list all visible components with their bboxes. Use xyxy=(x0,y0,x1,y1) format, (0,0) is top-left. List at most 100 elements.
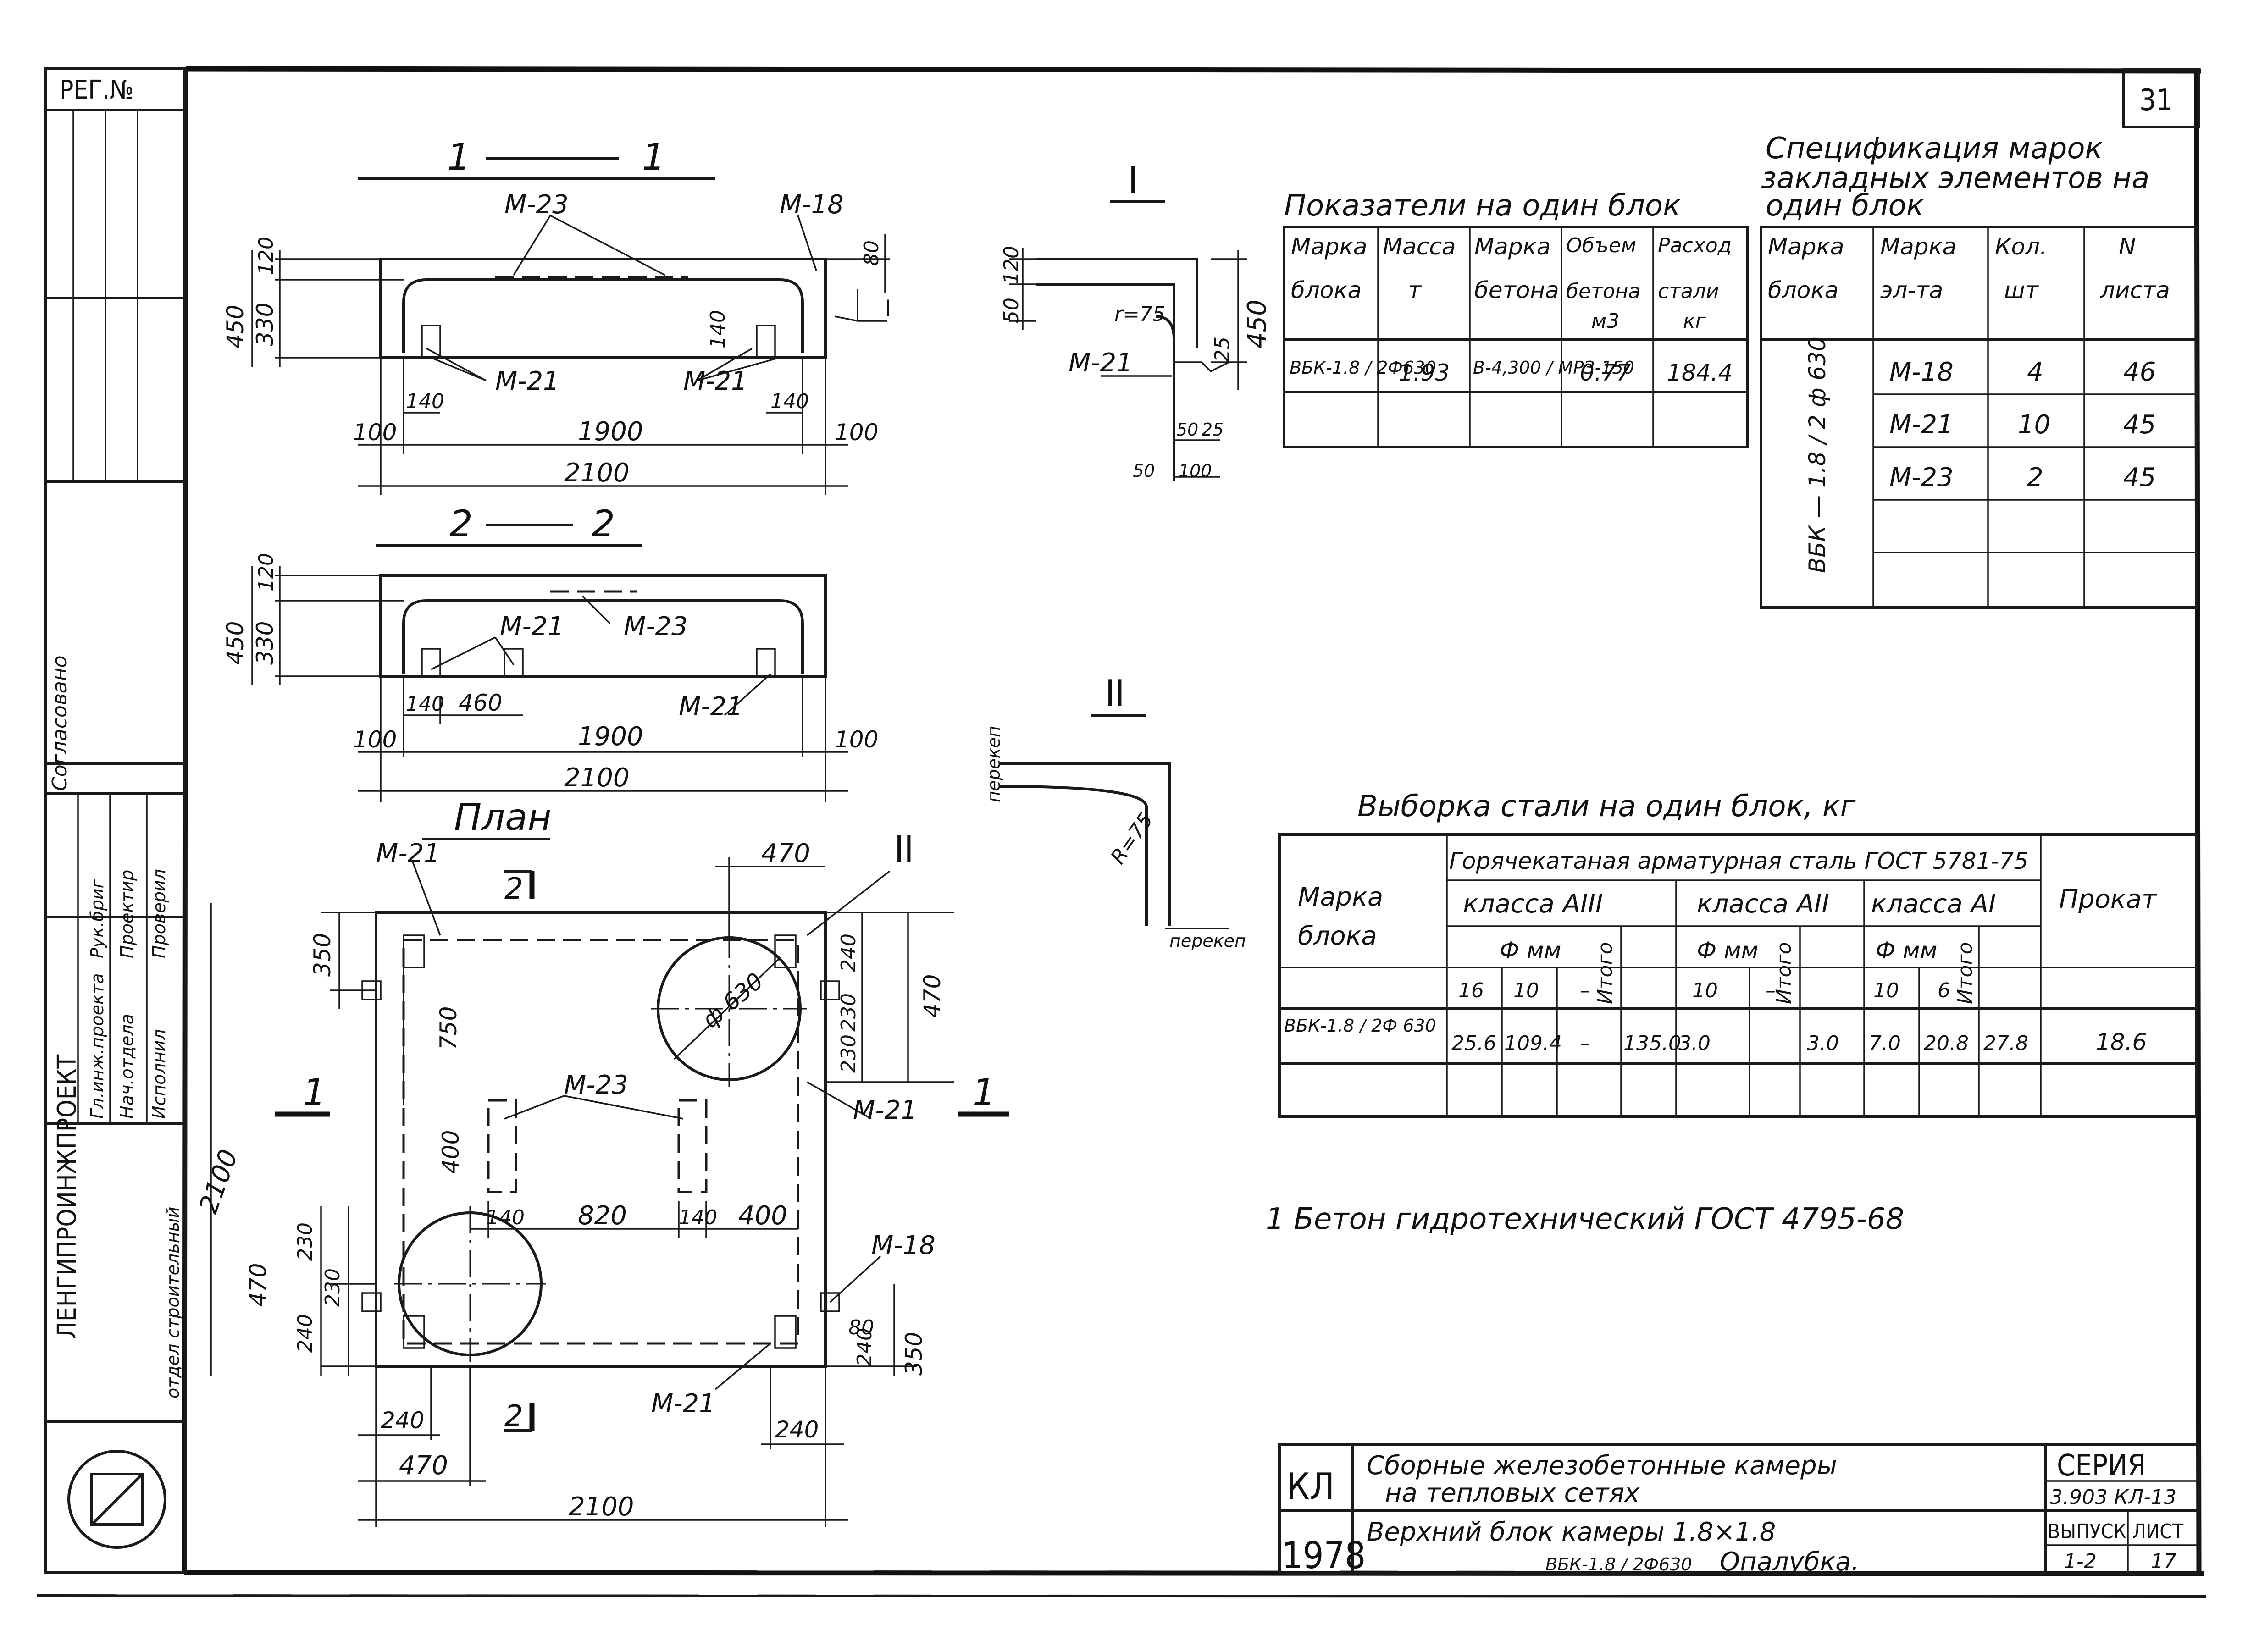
spec-row3-qty: 2 xyxy=(2027,463,2043,492)
indicators-row-concrete: В-4,300 / МРЗ-150 xyxy=(1473,358,1634,378)
steel-row-c10: 27.8 xyxy=(1983,1032,2028,1055)
section-2-dim-140: 140 xyxy=(406,692,444,716)
plan-m21-bottom: М-21 xyxy=(651,1389,715,1419)
sheet-number: 31 xyxy=(2139,83,2173,117)
spec-row2-qty: 10 xyxy=(2018,410,2050,440)
indicators-h1-b: блока xyxy=(1291,277,1362,304)
spec-h1-b: блока xyxy=(1768,277,1838,304)
detail-I-dim-25: 25 xyxy=(1211,337,1234,362)
steel-group-header: Горячекатаная арматурная сталь ГОСТ 5781… xyxy=(1449,848,2028,874)
indicators-h5-c: кг xyxy=(1683,309,1706,333)
plan-section-1-right: 1 xyxy=(972,1071,996,1114)
indicators-h4-c: м3 xyxy=(1591,309,1619,333)
spec-h2-a: Марка xyxy=(1880,233,1956,260)
table-spec: Спецификация марок закладных элементов н… xyxy=(1760,132,2198,609)
steel-dia-3: Ф мм xyxy=(1500,937,1561,964)
plan-title: План xyxy=(454,796,552,839)
indicators-h3-b: бетона xyxy=(1474,277,1559,304)
steel-row-c5: 3.0 xyxy=(1678,1032,1711,1055)
table-indicators: Показатели на один блок Марка блока Масс… xyxy=(1283,189,1749,448)
indicators-h5-b: стали xyxy=(1658,280,1719,303)
detail-I-dim-50: 50 xyxy=(1000,298,1023,323)
section-1-dim-80: 80 xyxy=(860,240,883,266)
section-1-dim-140-c: 140 xyxy=(706,310,730,348)
plan-dim-230-right-b: 230 xyxy=(837,1034,860,1073)
plan-dim-820: 820 xyxy=(578,1201,627,1231)
indicators-h2-a: Масса xyxy=(1383,233,1456,260)
steel-itogo-3: Итого xyxy=(1594,942,1617,1004)
table-steel: Выборка стали на один блок, кг Горячекат… xyxy=(1278,790,2198,1118)
steel-sub1-2: 6 xyxy=(1938,979,1950,1002)
plan-dim-240-right-b: 240 xyxy=(853,1328,876,1366)
strip-row-5: Исполнил xyxy=(149,1029,169,1119)
plan-dim-350-bottom: 350 xyxy=(901,1332,927,1376)
steel-row-mark: ВБК-1.8 / 2Ф 630 xyxy=(1284,1016,1436,1036)
strip-row-1: Гл.инж.проекта xyxy=(87,973,107,1119)
strip-row-3: Рук.бриг xyxy=(87,878,107,958)
steel-row-c9: 20.8 xyxy=(1924,1032,1969,1055)
detail-I-dim-120: 120 xyxy=(1000,246,1023,284)
section-2-dim-460: 460 xyxy=(459,690,502,716)
series-label: СЕРИЯ xyxy=(2057,1449,2146,1483)
steel-dia-1: Ф мм xyxy=(1876,937,1937,964)
section-2-dim-1900: 1900 xyxy=(578,722,643,751)
plan-m21-right: М-21 xyxy=(853,1095,917,1125)
detail-I-title: I xyxy=(1128,159,1138,201)
steel-row-c4: 135.0 xyxy=(1623,1032,1681,1055)
spec-row3-sheet: 45 xyxy=(2123,463,2156,492)
section-1-1: 1 1 М-23 М-18 М-21 М-21 450 330 120 xyxy=(222,136,891,495)
left-strip: РЕГ.№ ЛЕНГИПРОИНЖПРОЕКТ Согласовано Гл.и… xyxy=(46,75,186,1549)
detail-I-radius: r=75 xyxy=(1114,303,1165,326)
plan-view: План ф 630 М-21 М-21 М-21 М-23 М-18 xyxy=(194,796,1009,1527)
spec-title-2: закладных элементов на xyxy=(1761,161,2149,195)
spec-title-3: один блок xyxy=(1766,189,1924,223)
section-2-title-right: 2 xyxy=(592,503,615,545)
plan-dim-400-v: 400 xyxy=(437,1130,464,1174)
plan-dim-230-left-b: 230 xyxy=(321,1268,344,1307)
steel-class-1: класса АI xyxy=(1871,889,1996,919)
plan-m23: М-23 xyxy=(564,1070,628,1100)
indicators-h4-b: бетона xyxy=(1566,280,1641,303)
steel-row-c3: – xyxy=(1580,1032,1590,1055)
indicators-title: Показатели на один блок xyxy=(1284,189,1681,223)
detail-I-dim-50-b: 50 xyxy=(1176,420,1198,440)
section-2-dim-100-right: 100 xyxy=(835,726,878,753)
section-1-m21-left: М-21 xyxy=(495,366,559,396)
indicators-row-mass: 1.93 xyxy=(1399,359,1450,386)
steel-class-3: класса АIII xyxy=(1463,889,1603,919)
detail-II: II R=75 перекеп перекеп xyxy=(984,672,1246,951)
plan-dim-240-left: 240 xyxy=(293,1314,317,1353)
spec-row2-sheet: 45 xyxy=(2123,410,2156,440)
plan-dim-400-h: 400 xyxy=(738,1201,787,1231)
section-1-title-right: 1 xyxy=(642,136,665,178)
section-1-dim-100-right: 100 xyxy=(835,419,878,446)
section-2-m21: М-21 xyxy=(500,612,564,641)
section-2-dim-2100: 2100 xyxy=(564,763,630,793)
steel-title: Выборка стали на один блок, кг xyxy=(1357,790,1856,823)
plan-detail-mark: II xyxy=(894,828,914,871)
spec-row1-sheet: 46 xyxy=(2123,357,2156,387)
spec-title-1: Спецификация марок xyxy=(1766,132,2103,166)
issue-label: ВЫПУСК xyxy=(2048,1520,2126,1543)
plan-hole-diameter: ф 630 xyxy=(697,967,768,1033)
detail-I: I 120 50 450 r=75 М-21 25 50 25 50 100 xyxy=(1000,159,1272,481)
plan-dim-230-left: 230 xyxy=(293,1222,317,1261)
detail-I-dim-450: 450 xyxy=(1242,299,1272,348)
spec-h4-b: листа xyxy=(2100,277,2170,304)
plan-dim-470-bottom: 470 xyxy=(399,1451,448,1481)
indicators-h5-a: Расход xyxy=(1658,234,1732,257)
list-label: ЛИСТ xyxy=(2132,1520,2184,1543)
strip-dept: отдел строительный xyxy=(163,1207,183,1398)
section-1-detail-mark: I xyxy=(885,295,891,322)
reg-label: РЕГ.№ xyxy=(60,75,133,105)
detail-II-label-top: перекеп xyxy=(984,726,1004,802)
title-org-mark: КЛ xyxy=(1286,1465,1334,1508)
list-value: 17 xyxy=(2151,1550,2176,1573)
steel-row-c8: 7.0 xyxy=(1869,1032,1901,1055)
section-2-dim-100-left: 100 xyxy=(353,726,397,753)
detail-I-dim-50-c: 50 xyxy=(1133,461,1155,481)
plan-section-2-top: 2 xyxy=(504,872,523,906)
steel-sub3-2: 10 xyxy=(1513,979,1539,1002)
plan-dim-80: 80 xyxy=(848,1316,874,1339)
